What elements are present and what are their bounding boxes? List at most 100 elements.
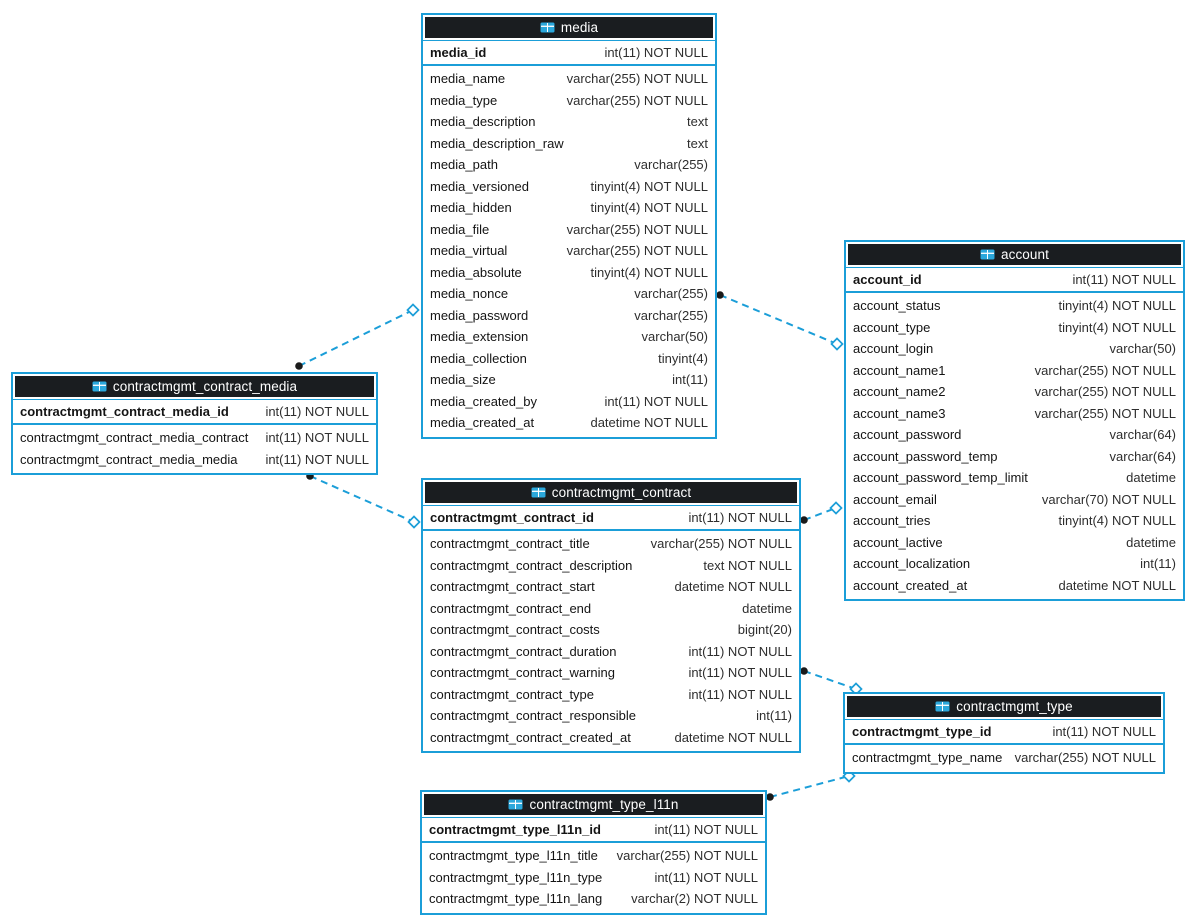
table-row[interactable]: contractmgmt_contract_costs bigint(20) <box>423 619 799 641</box>
column-type: int(11) NOT NULL <box>265 430 369 446</box>
table-row[interactable]: account_password_temp_limit datetime <box>846 467 1183 489</box>
column-name: media_description_raw <box>430 135 564 151</box>
table-row[interactable]: account_name1 varchar(255) NOT NULL <box>846 360 1183 382</box>
table-row[interactable]: media_created_at datetime NOT NULL <box>423 412 715 434</box>
table-row[interactable]: media_name varchar(255) NOT NULL <box>423 68 715 90</box>
column-type: varchar(255) NOT NULL <box>1034 384 1176 400</box>
column-name: contractmgmt_contract_responsible <box>430 708 636 724</box>
table-row[interactable]: contractmgmt_contract_duration int(11) N… <box>423 641 799 663</box>
table-row[interactable]: media_size int(11) <box>423 369 715 391</box>
table-row[interactable]: account_created_at datetime NOT NULL <box>846 575 1183 597</box>
table-row[interactable]: media_versioned tinyint(4) NOT NULL <box>423 176 715 198</box>
table-row[interactable]: account_status tinyint(4) NOT NULL <box>846 295 1183 317</box>
column-name: media_name <box>430 71 506 87</box>
column-type: datetime <box>742 600 792 616</box>
db-table-contractmgmt_type_l11n[interactable]: contractmgmt_type_l11n contractmgmt_type… <box>420 790 767 915</box>
table-row[interactable]: account_tries tinyint(4) NOT NULL <box>846 510 1183 532</box>
table-row[interactable]: account_password_temp varchar(64) <box>846 446 1183 468</box>
column-name: media_password <box>430 307 529 323</box>
column-name: contractmgmt_contract_end <box>430 600 592 616</box>
column-name: contractmgmt_contract_title <box>430 536 590 552</box>
primary-key-row[interactable]: contractmgmt_type_id int(11) NOT NULL <box>845 719 1163 745</box>
column-type: tinyint(4) NOT NULL <box>590 264 708 280</box>
table-row[interactable]: media_absolute tinyint(4) NOT NULL <box>423 262 715 284</box>
db-table-account[interactable]: account account_id int(11) NOT NULL acco… <box>844 240 1185 601</box>
column-type: datetime NOT NULL <box>1058 577 1176 593</box>
table-row[interactable]: account_type tinyint(4) NOT NULL <box>846 317 1183 339</box>
relationship-contractmgmt_contract-to-contractmgmt_type <box>800 667 863 696</box>
table-icon <box>980 249 995 260</box>
relationship-line <box>803 507 837 521</box>
table-row[interactable]: media_description_raw text <box>423 133 715 155</box>
primary-key-row[interactable]: contractmgmt_type_l11n_id int(11) NOT NU… <box>422 817 765 843</box>
primary-key-row[interactable]: contractmgmt_contract_media_id int(11) N… <box>13 399 376 425</box>
table-header[interactable]: contractmgmt_contract <box>425 482 797 503</box>
table-row[interactable]: account_name2 varchar(255) NOT NULL <box>846 381 1183 403</box>
table-row[interactable]: media_file varchar(255) NOT NULL <box>423 219 715 241</box>
column-name: contractmgmt_type_l11n_lang <box>429 891 603 907</box>
table-header[interactable]: account <box>848 244 1181 265</box>
dot-endpoint-icon <box>716 291 724 299</box>
table-row[interactable]: contractmgmt_contract_media_contract int… <box>13 427 376 449</box>
table-row[interactable]: contractmgmt_contract_media_media int(11… <box>13 449 376 471</box>
column-name: account_password_temp <box>853 448 998 464</box>
relationship-contractmgmt_contract_media-to-contractmgmt_contract <box>306 472 421 529</box>
table-row[interactable]: media_type varchar(255) NOT NULL <box>423 90 715 112</box>
table-title: contractmgmt_type <box>956 699 1073 714</box>
table-row[interactable]: media_path varchar(255) <box>423 154 715 176</box>
column-name: contractmgmt_contract_duration <box>430 643 617 659</box>
column-type: int(11) NOT NULL <box>265 451 369 467</box>
relationship-line <box>719 294 838 345</box>
column-type: int(11) NOT NULL <box>688 510 792 525</box>
table-row[interactable]: media_password varchar(255) <box>423 305 715 327</box>
primary-key-row[interactable]: contractmgmt_contract_id int(11) NOT NUL… <box>423 505 799 531</box>
relationship-media-to-account <box>716 291 844 351</box>
table-row[interactable]: account_localization int(11) <box>846 553 1183 575</box>
table-row[interactable]: contractmgmt_contract_created_at datetim… <box>423 727 799 749</box>
table-header[interactable]: contractmgmt_contract_media <box>15 376 374 397</box>
primary-key-row[interactable]: account_id int(11) NOT NULL <box>846 267 1183 293</box>
table-row[interactable]: media_nonce varchar(255) <box>423 283 715 305</box>
table-row[interactable]: account_login varchar(50) <box>846 338 1183 360</box>
db-table-contractmgmt_contract_media[interactable]: contractmgmt_contract_media contractmgmt… <box>11 372 378 475</box>
column-type: tinyint(4) NOT NULL <box>590 178 708 194</box>
column-type: varchar(255) NOT NULL <box>566 71 708 87</box>
table-row[interactable]: account_name3 varchar(255) NOT NULL <box>846 403 1183 425</box>
table-row[interactable]: account_email varchar(70) NOT NULL <box>846 489 1183 511</box>
table-row[interactable]: contractmgmt_contract_title varchar(255)… <box>423 533 799 555</box>
column-type: varchar(255) <box>634 286 708 302</box>
table-title: contractmgmt_contract_media <box>112 379 298 394</box>
table-header[interactable]: contractmgmt_type_l11n <box>424 794 763 815</box>
table-row[interactable]: contractmgmt_type_l11n_type int(11) NOT … <box>422 867 765 889</box>
column-type: varchar(255) NOT NULL <box>566 243 708 259</box>
column-name: media_nonce <box>430 286 509 302</box>
table-row[interactable]: contractmgmt_contract_description text N… <box>423 555 799 577</box>
column-name: account_lactive <box>853 534 943 550</box>
db-table-contractmgmt_contract[interactable]: contractmgmt_contract contractmgmt_contr… <box>421 478 801 753</box>
table-row[interactable]: account_lactive datetime <box>846 532 1183 554</box>
table-row[interactable]: contractmgmt_contract_warning int(11) NO… <box>423 662 799 684</box>
table-row[interactable]: media_description text <box>423 111 715 133</box>
primary-key-row[interactable]: media_id int(11) NOT NULL <box>423 40 715 66</box>
table-header[interactable]: media <box>425 17 713 38</box>
db-table-contractmgmt_type[interactable]: contractmgmt_type contractmgmt_type_id i… <box>843 692 1165 774</box>
table-row[interactable]: contractmgmt_type_l11n_title varchar(255… <box>422 845 765 867</box>
table-row[interactable]: media_created_by int(11) NOT NULL <box>423 391 715 413</box>
column-type: varchar(255) NOT NULL <box>566 221 708 237</box>
table-row[interactable]: contractmgmt_type_name varchar(255) NOT … <box>845 747 1163 769</box>
table-row[interactable]: media_collection tinyint(4) <box>423 348 715 370</box>
db-table-media[interactable]: media media_id int(11) NOT NULL media_na… <box>421 13 717 439</box>
table-row[interactable]: account_password varchar(64) <box>846 424 1183 446</box>
table-icon <box>92 381 107 392</box>
table-row[interactable]: contractmgmt_contract_type int(11) NOT N… <box>423 684 799 706</box>
table-row[interactable]: media_hidden tinyint(4) NOT NULL <box>423 197 715 219</box>
table-header[interactable]: contractmgmt_type <box>847 696 1161 717</box>
column-type: tinyint(4) <box>658 350 708 366</box>
table-row[interactable]: contractmgmt_type_l11n_lang varchar(2) N… <box>422 888 765 910</box>
table-row[interactable]: media_virtual varchar(255) NOT NULL <box>423 240 715 262</box>
table-row[interactable]: contractmgmt_contract_start datetime NOT… <box>423 576 799 598</box>
table-row[interactable]: contractmgmt_contract_end datetime <box>423 598 799 620</box>
table-row[interactable]: media_extension varchar(50) <box>423 326 715 348</box>
table-row[interactable]: contractmgmt_contract_responsible int(11… <box>423 705 799 727</box>
column-name: media_extension <box>430 329 529 345</box>
